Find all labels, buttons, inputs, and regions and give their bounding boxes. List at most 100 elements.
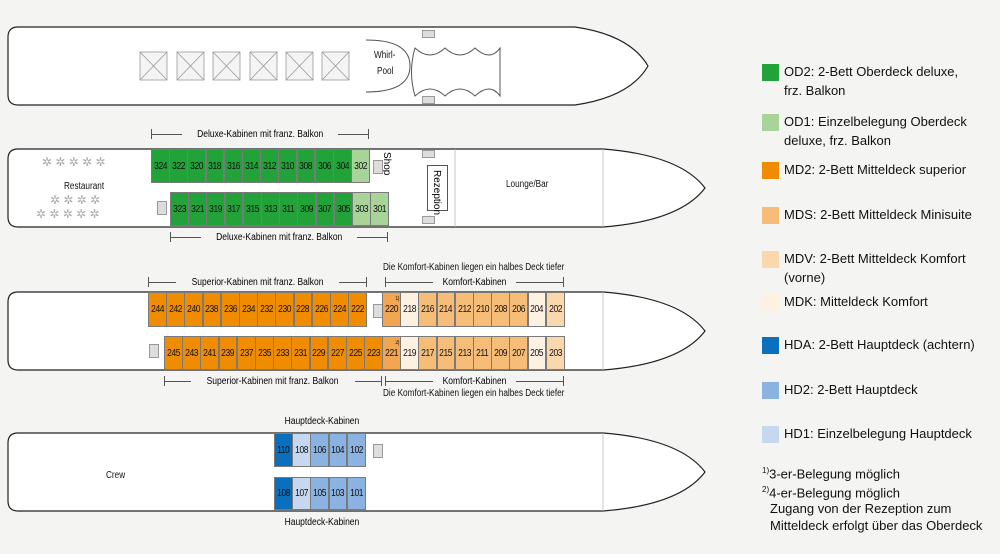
cabin-317[interactable]: 317 bbox=[224, 192, 244, 226]
cabin-101[interactable]: 101 bbox=[346, 477, 366, 510]
cabin-number: 311 bbox=[282, 203, 295, 215]
cabin-number: 232 bbox=[260, 304, 274, 315]
cabin-307[interactable]: 307 bbox=[315, 192, 335, 226]
cabin-212[interactable]: 212 bbox=[454, 292, 474, 327]
cabin-209[interactable]: 209 bbox=[491, 336, 510, 370]
cabin-202[interactable]: 202 bbox=[545, 292, 565, 327]
cabin-number: 308 bbox=[299, 160, 313, 172]
cabin-305[interactable]: 305 bbox=[333, 192, 353, 226]
cabin-205[interactable]: 205 bbox=[527, 336, 547, 370]
cabin-323[interactable]: 323 bbox=[170, 192, 189, 226]
cabin-216[interactable]: 216 bbox=[418, 292, 438, 327]
cabin-number: 245 bbox=[166, 347, 180, 359]
cabin-311[interactable]: 311 bbox=[279, 192, 298, 226]
cabin-235[interactable]: 235 bbox=[255, 336, 274, 370]
superior-cabins-bracket-top: Superior-Kabinen mit franz. Balkon bbox=[148, 276, 368, 288]
cabin-322[interactable]: 322 bbox=[169, 149, 188, 183]
legend-swatch bbox=[762, 114, 779, 131]
cabin-204[interactable]: 204 bbox=[527, 292, 547, 327]
legend-swatch bbox=[762, 337, 779, 354]
cabin-228[interactable]: 228 bbox=[293, 292, 313, 327]
cabin-309[interactable]: 309 bbox=[297, 192, 317, 226]
cabin-318[interactable]: 318 bbox=[205, 149, 225, 183]
cabin-108[interactable]: 108 bbox=[274, 477, 293, 510]
cabin-243[interactable]: 243 bbox=[182, 336, 201, 370]
cabin-222[interactable]: 222 bbox=[348, 292, 367, 327]
cabin-215[interactable]: 215 bbox=[436, 336, 456, 370]
cabin-301[interactable]: 301 bbox=[370, 192, 389, 226]
cabin-number: 321 bbox=[191, 203, 205, 215]
cabin-315[interactable]: 315 bbox=[242, 192, 262, 226]
cabin-206[interactable]: 206 bbox=[509, 292, 529, 327]
cabin-104[interactable]: 104 bbox=[328, 433, 348, 467]
cabin-106[interactable]: 106 bbox=[310, 433, 330, 467]
cabin-number: 220 bbox=[384, 304, 398, 315]
footnote-2: 2)4-er-Belegung möglich bbox=[762, 485, 900, 501]
cabin-239[interactable]: 239 bbox=[218, 336, 238, 370]
cabin-227[interactable]: 227 bbox=[327, 336, 347, 370]
cabin-233[interactable]: 233 bbox=[273, 336, 292, 370]
cabin-number: 219 bbox=[403, 347, 417, 359]
cabin-302[interactable]: 302 bbox=[351, 149, 370, 183]
cabin-110[interactable]: 110 bbox=[274, 433, 293, 467]
cabin-number: 101 bbox=[349, 488, 363, 499]
cabin-105[interactable]: 105 bbox=[310, 477, 330, 510]
cabin-102[interactable]: 102 bbox=[346, 433, 366, 467]
cabin-308[interactable]: 308 bbox=[296, 149, 316, 183]
cabin-214[interactable]: 214 bbox=[436, 292, 456, 327]
cabin-229[interactable]: 229 bbox=[309, 336, 329, 370]
cabin-312[interactable]: 312 bbox=[260, 149, 279, 183]
legend-text: OD2: 2-Bett Oberdeck deluxe, frz. Balkon bbox=[784, 64, 959, 98]
cabin-231[interactable]: 231 bbox=[291, 336, 311, 370]
cabin-203[interactable]: 203 bbox=[545, 336, 565, 370]
cabin-223[interactable]: 223 bbox=[364, 336, 383, 370]
cabin-225[interactable]: 225 bbox=[346, 336, 365, 370]
cabin-240[interactable]: 240 bbox=[184, 292, 204, 327]
cabin-107[interactable]: 107 bbox=[292, 477, 311, 510]
sun-loungers bbox=[139, 51, 350, 81]
cabin-218[interactable]: 218 bbox=[400, 292, 419, 327]
cabin-242[interactable]: 242 bbox=[166, 292, 185, 327]
deluxe-cabins-bracket-top: Deluxe-Kabinen mit franz. Balkon bbox=[151, 128, 370, 140]
cabin-103[interactable]: 103 bbox=[328, 477, 348, 510]
cabin-304[interactable]: 304 bbox=[333, 149, 352, 183]
cabin-219[interactable]: 219 bbox=[400, 336, 419, 370]
cabin-207[interactable]: 207 bbox=[509, 336, 529, 370]
legend-text: HD1: Einzelbelegung Hauptdeck bbox=[784, 426, 972, 441]
cabin-303[interactable]: 303 bbox=[352, 192, 371, 226]
cabin-324[interactable]: 324 bbox=[151, 149, 170, 183]
cabin-234[interactable]: 234 bbox=[239, 292, 258, 327]
superior-cabins-bracket-bottom: Superior-Kabinen mit franz. Balkon bbox=[164, 375, 383, 387]
cabin-210[interactable]: 210 bbox=[473, 292, 492, 327]
cabin-319[interactable]: 319 bbox=[206, 192, 226, 226]
cabin-320[interactable]: 320 bbox=[187, 149, 207, 183]
cabin-number: 226 bbox=[314, 304, 328, 315]
cabin-238[interactable]: 238 bbox=[202, 292, 222, 327]
cabin-208[interactable]: 208 bbox=[491, 292, 510, 327]
cabin-213[interactable]: 213 bbox=[454, 336, 474, 370]
cabin-211[interactable]: 211 bbox=[473, 336, 492, 370]
cabin-217[interactable]: 217 bbox=[418, 336, 438, 370]
cabin-224[interactable]: 224 bbox=[330, 292, 349, 327]
cabin-321[interactable]: 321 bbox=[188, 192, 207, 226]
cabin-310[interactable]: 310 bbox=[278, 149, 298, 183]
cabin-number: 323 bbox=[172, 203, 186, 215]
cabin-306[interactable]: 306 bbox=[314, 149, 334, 183]
cabin-313[interactable]: 313 bbox=[261, 192, 280, 226]
cabin-241[interactable]: 241 bbox=[200, 336, 220, 370]
cabin-245[interactable]: 245 bbox=[164, 336, 183, 370]
legend-text: HD2: 2-Bett Hauptdeck bbox=[784, 382, 918, 397]
cabin-226[interactable]: 226 bbox=[311, 292, 331, 327]
access-note-line2: Mitteldeck erfolgt über das Oberdeck bbox=[770, 518, 983, 533]
cabin-230[interactable]: 230 bbox=[275, 292, 295, 327]
cabin-232[interactable]: 232 bbox=[257, 292, 276, 327]
cabin-108[interactable]: 108 bbox=[292, 433, 311, 467]
cabin-244[interactable]: 244 bbox=[148, 292, 167, 327]
cabin-237[interactable]: 237 bbox=[236, 336, 256, 370]
cabin-316[interactable]: 316 bbox=[223, 149, 243, 183]
cabin-number: 216 bbox=[421, 304, 435, 315]
cabin-236[interactable]: 236 bbox=[220, 292, 240, 327]
cabin-314[interactable]: 314 bbox=[242, 149, 261, 183]
